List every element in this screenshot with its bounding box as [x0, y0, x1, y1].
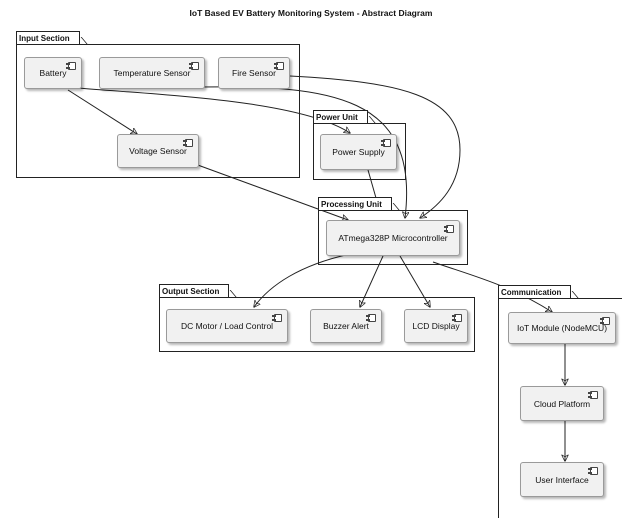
temperature-sensor-label: Temperature Sensor — [113, 68, 191, 78]
lcd-component: LCD Display — [404, 309, 468, 343]
component-icon — [588, 391, 598, 399]
processing-unit-tab: Processing Unit — [318, 197, 392, 210]
temperature-sensor-component: Temperature Sensor — [99, 57, 205, 89]
edge-microcontroller-iot-module — [432, 261, 552, 312]
input-section-tab: Input Section — [16, 31, 80, 44]
fire-sensor-label: Fire Sensor — [232, 68, 276, 78]
processing-unit-frame — [318, 210, 468, 265]
buzzer-label: Buzzer Alert — [323, 321, 369, 331]
component-icon — [274, 62, 284, 70]
component-icon — [588, 467, 598, 475]
component-icon — [600, 317, 610, 325]
edge-fire-sensor-microcontroller — [289, 75, 461, 218]
dc-motor-component: DC Motor / Load Control — [166, 309, 288, 343]
output-section-frame — [159, 297, 475, 352]
voltage-sensor-label: Voltage Sensor — [129, 146, 187, 156]
power-unit-tab: Power Unit — [313, 110, 368, 123]
component-icon — [66, 62, 76, 70]
dc-motor-label: DC Motor / Load Control — [180, 321, 274, 331]
voltage-sensor-component: Voltage Sensor — [117, 134, 199, 168]
component-icon — [452, 314, 462, 322]
microcontroller-label: ATmega328P Microcontroller — [338, 233, 448, 243]
component-icon — [366, 314, 376, 322]
microcontroller-component: ATmega328P Microcontroller — [326, 220, 460, 256]
power-unit-frame — [313, 123, 406, 180]
user-interface-component: User Interface — [520, 462, 604, 497]
edge-microcontroller-dc-motor — [254, 253, 351, 307]
battery-component: Battery — [24, 57, 82, 89]
cloud-platform-label: Cloud Platform — [533, 398, 591, 409]
power-supply-label: Power Supply — [332, 147, 385, 157]
diagram-title: IoT Based EV Battery Monitoring System -… — [189, 8, 433, 18]
component-icon — [183, 139, 193, 147]
iot-module-component: IoT Module (NodeMCU) — [508, 312, 616, 344]
input-section-frame — [16, 44, 300, 178]
user-interface-label: User Interface — [535, 474, 589, 485]
component-icon — [272, 314, 282, 322]
lcd-label: LCD Display — [412, 321, 460, 331]
output-section-tab: Output Section — [159, 284, 230, 297]
component-icon — [381, 139, 391, 147]
buzzer-component: Buzzer Alert — [310, 309, 382, 343]
fire-sensor-component: Fire Sensor — [218, 57, 290, 89]
component-icon — [189, 62, 199, 70]
component-icon — [444, 225, 454, 233]
edge-battery-voltage-sensor — [67, 89, 137, 134]
iot-module-label: IoT Module (NodeMCU) — [516, 323, 608, 333]
power-supply-component: Power Supply — [320, 134, 397, 170]
cloud-platform-component: Cloud Platform — [520, 386, 604, 421]
communication-frame — [498, 298, 622, 518]
battery-label: Battery — [39, 68, 67, 78]
communication-tab: Communication — [498, 285, 572, 298]
